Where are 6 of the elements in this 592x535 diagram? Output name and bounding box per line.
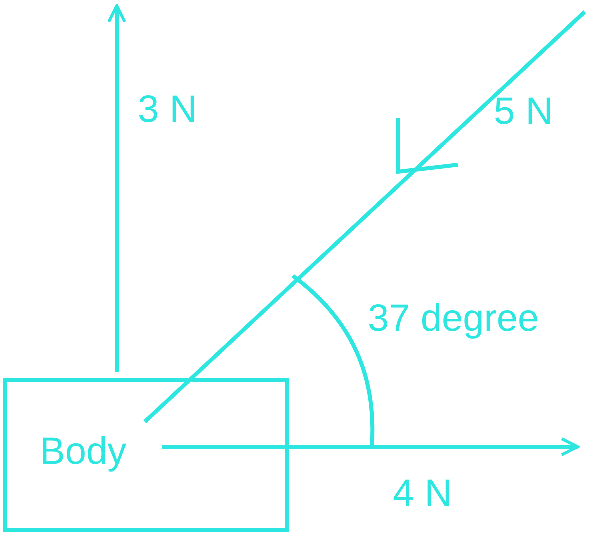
body-label: Body bbox=[40, 430, 127, 474]
force-label: 5 N bbox=[494, 90, 554, 134]
force-label: 4 N bbox=[393, 472, 452, 516]
body-box bbox=[3, 378, 289, 532]
force-label: 3 N bbox=[138, 88, 198, 132]
angle-label: 37 degree bbox=[368, 297, 540, 341]
